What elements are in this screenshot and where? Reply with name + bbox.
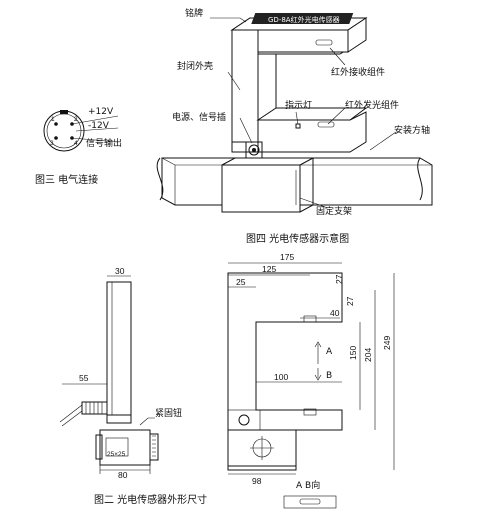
label-indicator: 指示灯 xyxy=(285,99,312,111)
label-plus12v: +12V xyxy=(88,107,114,117)
label-cable-plug: 电源、信号插 xyxy=(172,111,226,123)
side-base xyxy=(99,429,151,466)
svg-text:2: 2 xyxy=(74,116,78,123)
label-signal-output: 信号输出 xyxy=(86,137,122,149)
svg-text:40: 40 xyxy=(330,308,340,318)
svg-text:4: 4 xyxy=(74,140,78,147)
enclosed-shell xyxy=(231,29,259,143)
svg-text:25: 25 xyxy=(236,277,246,287)
label-B: B xyxy=(326,371,332,381)
svg-text:175: 175 xyxy=(280,252,294,262)
figure-3-electrical-connection: 1 2 3 4 +12V -12V 信号输出 图三 电气连接 xyxy=(35,107,122,186)
figure-2-front-view: A B 175 125 25 27 27 40 100 150 204 249 … xyxy=(227,252,395,509)
svg-text:30: 30 xyxy=(115,266,125,276)
label-emitter: 红外发光组件 xyxy=(345,99,399,111)
label-shell: 封闭外壳 xyxy=(177,60,213,72)
svg-text:100: 100 xyxy=(274,372,288,382)
label-A: A xyxy=(326,347,333,357)
svg-text:150: 150 xyxy=(348,346,358,360)
label-square-shaft: 安装方轴 xyxy=(394,124,430,136)
figure-2-caption: 图二 光电传感器外形尺寸 xyxy=(94,493,207,506)
power-signal-plug xyxy=(245,141,263,159)
svg-text:25×25: 25×25 xyxy=(107,451,126,458)
label-receiver: 红外接收组件 xyxy=(331,66,385,78)
label-nameplate: 铭牌 xyxy=(185,7,203,19)
receiver-window xyxy=(315,39,333,46)
label-fastening-knob: 紧固钮 xyxy=(155,407,182,419)
nameplate xyxy=(251,13,354,24)
svg-text:98: 98 xyxy=(252,476,262,486)
nameplate-text: GD-8A红外光电传感器 xyxy=(268,15,340,24)
side-body xyxy=(106,281,132,416)
label-minus12v: -12V xyxy=(88,121,110,131)
cable-gland xyxy=(81,401,108,415)
svg-text:55: 55 xyxy=(79,373,89,383)
front-outline xyxy=(227,272,343,471)
figure-4-sensor-illustration: GD-8A红外光电传感器 铭牌 封闭外壳 红外接收组件 指示灯 电源、信号插 红… xyxy=(156,7,433,245)
ab-view-slot xyxy=(283,495,337,509)
figure-2-side-view: 25×25 紧固钮 30 55 80 xyxy=(59,266,182,480)
svg-text:27: 27 xyxy=(334,274,344,284)
fixed-bracket xyxy=(221,164,301,213)
svg-text:80: 80 xyxy=(118,470,128,480)
svg-text:3: 3 xyxy=(50,140,54,147)
label-bracket: 固定支架 xyxy=(316,205,352,217)
svg-text:204: 204 xyxy=(363,348,373,362)
svg-text:1: 1 xyxy=(51,116,55,123)
svg-text:27: 27 xyxy=(345,296,355,306)
front-base xyxy=(227,429,297,467)
emitter-window xyxy=(317,121,335,128)
figure-3-caption: 图三 电气连接 xyxy=(35,173,98,186)
label-ab-view: A B向 xyxy=(296,479,320,491)
svg-text:125: 125 xyxy=(262,264,276,274)
figure-4-caption: 图四 光电传感器示意图 xyxy=(246,232,349,245)
svg-text:249: 249 xyxy=(382,336,392,350)
